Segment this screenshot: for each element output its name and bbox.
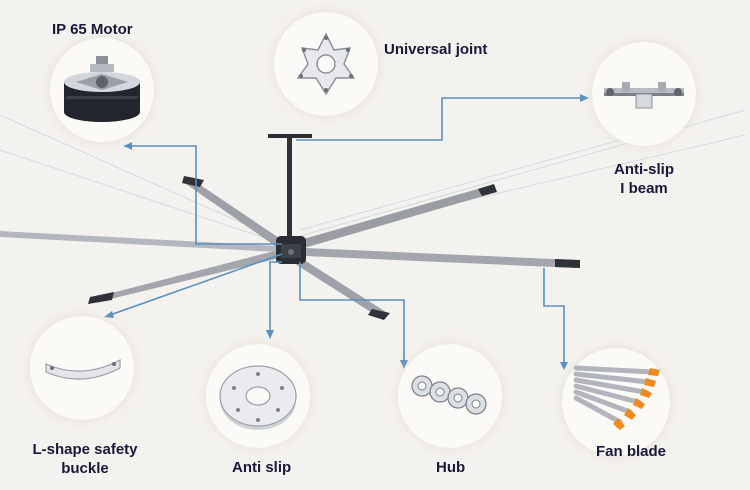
connector-motor [124,145,282,245]
label-i-beam-line-2: I beam [620,180,668,197]
universal-joint-circle [274,12,378,116]
i-beam-circle [592,42,696,146]
hub-circle [398,344,502,448]
connector-lines [109,97,580,362]
fan-blade-icon [573,365,660,430]
connector-buckle [109,253,283,316]
motor-icon [64,56,140,122]
label-safety-buckle-line-2: buckle [61,460,109,477]
anti-slip-circle [206,344,310,448]
blade-upper-left-tip [182,176,204,187]
blade-lower-left-tip [88,292,114,304]
connector-fan-blade [543,268,565,362]
mount-plate [268,134,312,138]
hub-icon [411,375,487,415]
blade-lower-right [292,256,386,318]
safety-buckle-icon [45,359,121,380]
blade-left [0,231,278,252]
blade-right [305,248,576,268]
fan-blade-circle [562,348,670,456]
fan-blades [0,176,580,320]
safety-buckle-circle [30,316,134,420]
blade-right-tip [555,259,580,268]
label-i-beam-line-1: Anti-slip [614,161,674,178]
label-anti-slip: Anti slip [232,459,292,476]
label-motor: IP 65 Motor [52,21,133,38]
anti-slip-icon [219,365,297,430]
connector-hub [299,262,405,360]
label-i-beam: Anti-slip I beam [614,160,674,198]
label-hub: Hub [436,459,466,476]
i-beam-icon [604,82,684,109]
blade-lower-left [98,250,280,302]
downrod [287,138,292,238]
connector-anti-slip [269,261,282,330]
universal-joint-icon [296,32,356,96]
label-safety-buckle-line-1: L-shape safety [32,441,138,458]
blade-upper-right-tip [478,184,497,196]
fan-motor-housing [276,236,306,264]
motor-circle [50,38,154,142]
label-fan-blade: Fan blade [596,443,667,460]
label-safety-buckle: L-shape safety buckle [20,440,150,478]
connector-ibeam [296,97,580,141]
connector-arrowheads [104,94,589,370]
label-universal-joint: Universal joint [384,41,488,58]
blade-upper-left [186,178,282,248]
blade-upper-right [300,186,490,248]
blade-lower-right-tip [368,309,390,320]
